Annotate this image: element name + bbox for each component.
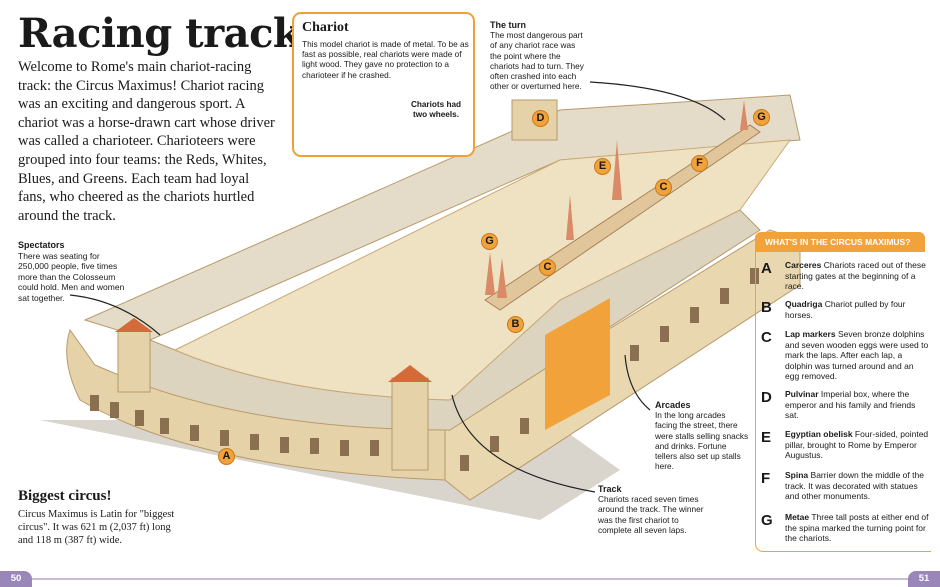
biggest-circus-panel: Biggest circus! Circus Maximus is Latin … [18, 488, 188, 547]
tower-left [117, 329, 151, 393]
marker-c-2: C [655, 179, 672, 196]
callout-line-turn [589, 81, 726, 121]
marker-a: A [218, 448, 235, 465]
callout-line-spectators [69, 294, 161, 336]
turn-heading: The turn [490, 20, 526, 30]
obelisk-large [612, 140, 622, 200]
key-panel: WHAT'S IN THE CIRCUS MAXIMUS? A Carceres… [755, 232, 935, 552]
key-letter: D [761, 389, 772, 406]
callout-line-arcades [624, 354, 651, 411]
key-letter: A [761, 260, 772, 277]
meta-left-2 [497, 258, 507, 298]
arcades-text: In the long arcades facing the street, t… [655, 410, 749, 472]
marker-c-1: C [539, 259, 556, 276]
tower-left-roof [115, 318, 153, 332]
turn-text: The most dangerous part of any chariot r… [490, 30, 584, 92]
track-heading: Track [598, 484, 622, 494]
spectators-heading: Spectators [18, 240, 65, 250]
marker-f: F [691, 155, 708, 172]
key-letter: G [761, 512, 773, 529]
key-heading: WHAT'S IN THE CIRCUS MAXIMUS? [755, 232, 925, 252]
key-desc: Four-sided, pointed pillar, brought to R… [785, 429, 929, 460]
turn-callout: The turn The most dangerous part of any … [490, 20, 586, 91]
biggest-text: Circus Maximus is Latin for "biggest cir… [18, 509, 175, 546]
key-term: Metae [785, 512, 810, 522]
arcades-callout: Arcades In the long arcades facing the s… [655, 400, 750, 471]
key-letter: C [761, 329, 772, 346]
key-item: B Quadriga Chariot pulled by four horses… [761, 299, 929, 320]
chariot-heading: Chariot [302, 20, 349, 35]
key-term: Quadriga [785, 299, 823, 309]
tower-middle-roof [388, 365, 432, 382]
chariot-caption: Chariots had two wheels. [410, 100, 462, 119]
page-number-right: 51 [908, 571, 940, 587]
key-list [755, 252, 931, 552]
page-title: Racing track [18, 10, 301, 57]
marker-b: B [507, 316, 524, 333]
arcades-heading: Arcades [655, 400, 691, 410]
spectators-callout: Spectators There was seating for 250,000… [18, 240, 130, 303]
key-desc: Chariot pulled by four horses. [785, 299, 906, 320]
key-desc: Chariots raced out of these starting gat… [785, 260, 926, 291]
footer-rule [32, 578, 908, 580]
arch-row [90, 268, 759, 471]
tower-middle [391, 377, 429, 471]
chariot-text: This model chariot is made of metal. To … [302, 39, 469, 80]
key-letter: E [761, 429, 772, 446]
intro-paragraph: Welcome to Rome's main chariot-racing tr… [18, 59, 275, 224]
key-desc: Imperial box, where the emperor and his … [785, 389, 916, 420]
track-text: Chariots raced seven times around the tr… [598, 494, 704, 535]
key-term: Carceres [785, 260, 822, 270]
key-letter: B [761, 299, 772, 316]
key-item: G Metae Three tall posts at either end o… [761, 512, 929, 544]
marker-g-2: G [753, 109, 770, 126]
key-item: E Egyptian obelisk Four-sided, pointed p… [761, 429, 929, 461]
marker-d: D [532, 110, 549, 127]
key-desc: Barrier down the middle of the track. It… [785, 470, 924, 501]
spectators-text: There was seating for 250,000 people, fi… [18, 250, 125, 303]
marker-e: E [594, 158, 611, 175]
key-term: Spina [785, 470, 809, 480]
key-item: A Carceres Chariots raced out of these s… [761, 260, 929, 292]
callout-line-track [451, 394, 596, 493]
key-letter: F [761, 470, 771, 487]
key-item: D Pulvinar Imperial box, where the emper… [761, 389, 929, 421]
arcade-cutaway [545, 298, 610, 430]
meta-left [485, 252, 495, 295]
key-desc: Three tall posts at either end of the sp… [785, 512, 929, 543]
page-number-left: 50 [0, 571, 32, 587]
biggest-heading: Biggest circus! [18, 488, 112, 504]
meta-right [740, 100, 748, 130]
chariot-box: Chariot This model chariot is made of me… [292, 12, 475, 157]
key-term: Pulvinar [785, 389, 819, 399]
track-callout: Track Chariots raced seven times around … [598, 484, 708, 535]
key-item: F Spina Barrier down the middle of the t… [761, 470, 929, 502]
key-item: C Lap markers Seven bronze dolphins and … [761, 329, 929, 382]
key-term: Egyptian obelisk [785, 429, 853, 439]
key-desc: Seven bronze dolphins and seven wooden e… [785, 329, 929, 381]
key-term: Lap markers [785, 329, 836, 339]
obelisk-small [566, 195, 574, 240]
marker-g-1: G [481, 233, 498, 250]
